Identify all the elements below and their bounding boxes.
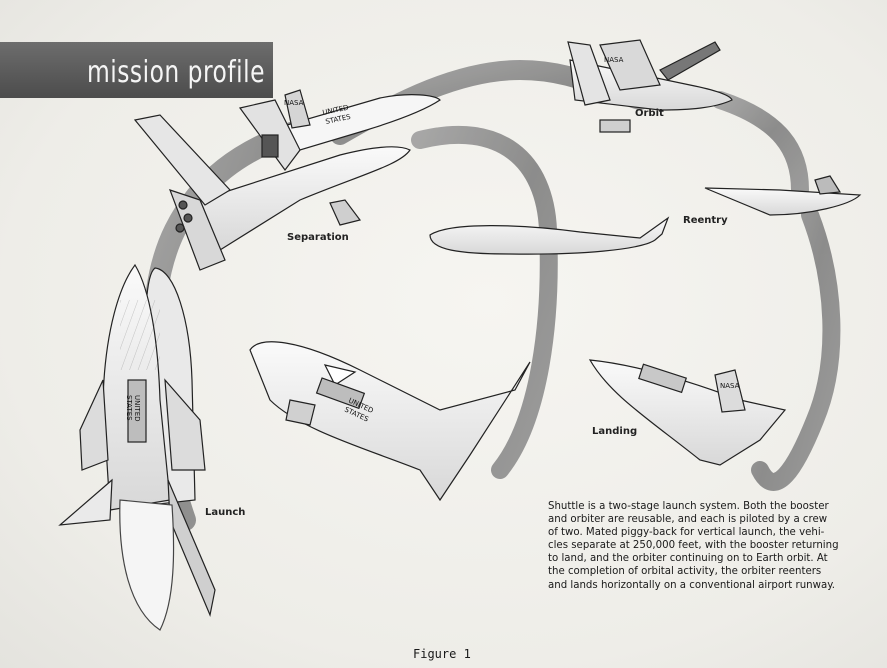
- nasa-mark-orbit: NASA: [604, 56, 624, 64]
- caption-line: to land, and the orbiter continuing on t…: [548, 553, 828, 565]
- separation-illustration: [133, 89, 441, 271]
- launch-stack-illustration: [58, 263, 216, 631]
- reentry-illustration: [704, 175, 862, 216]
- caption-line: and lands horizontally on a conventional…: [548, 579, 836, 591]
- label-reentry: Reentry: [683, 215, 728, 226]
- caption-line: cles separate at 250,000 feet, with the …: [548, 540, 839, 552]
- caption-line: Shuttle is a two-stage launch system. Bo…: [548, 501, 829, 512]
- caption-paragraph: Shuttle is a two-stage launch system. Bo…: [548, 500, 858, 592]
- orbit-illustration: [567, 39, 733, 133]
- caption-line: and orbiter are reusable, and each is pi…: [548, 514, 828, 526]
- booster-landing-illustration: [249, 341, 531, 502]
- nasa-mark-landing: NASA: [720, 382, 740, 390]
- vehicle-markings: NASA UNITED STATES NASA UNITED STATES NA…: [125, 56, 740, 424]
- label-launch: Launch: [205, 507, 246, 518]
- label-separation: Separation: [287, 232, 349, 243]
- nasa-mark-separation: NASA: [284, 99, 304, 107]
- booster-return-illustration: [429, 216, 670, 255]
- label-orbit: Orbit: [635, 108, 664, 119]
- orbiter-landing-illustration: [588, 359, 787, 466]
- figure-label: Figure 1: [413, 647, 471, 661]
- label-landing: Landing: [592, 426, 638, 437]
- ribbon-orbit-to-reentry: [711, 91, 809, 199]
- ribbon-reentry-to-landing: [751, 206, 841, 491]
- states-mark-launch: STATES: [125, 395, 133, 421]
- caption-line: the completion of orbital activity, the …: [548, 566, 822, 578]
- banner-title: mission profile: [86, 55, 265, 91]
- united-mark-launch: UNITED: [133, 395, 141, 422]
- title-banner: mission profile: [0, 42, 273, 98]
- caption-line: of two. Mated piggy-back for vertical la…: [548, 527, 825, 539]
